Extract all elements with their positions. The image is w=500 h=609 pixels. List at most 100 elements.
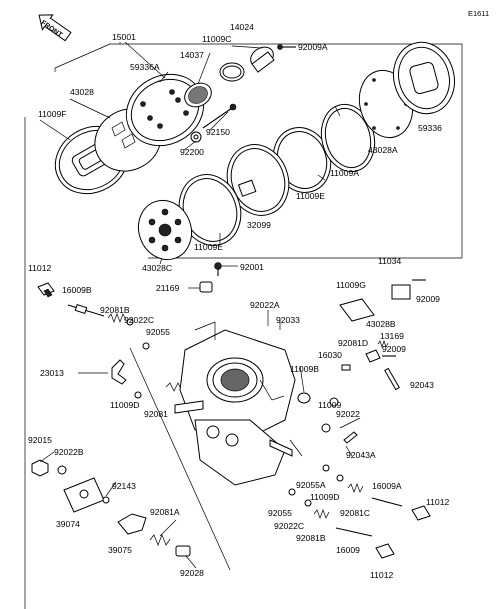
o-ring-11009B — [297, 392, 311, 404]
cap-11012-bottom — [375, 543, 395, 559]
needle-16009A — [371, 497, 403, 507]
label-92150: 92150 — [206, 127, 230, 137]
label-92001: 92001 — [240, 262, 264, 272]
gasket-11009E-bottom — [178, 174, 242, 246]
label-92081C: 92081C — [340, 508, 370, 518]
label-92081B-low: 92081B — [296, 533, 326, 543]
label-59336: 59336 — [418, 123, 442, 133]
o-ring-92055-low — [288, 488, 296, 496]
label-39075: 39075 — [108, 545, 132, 555]
screw-92009A — [277, 44, 296, 50]
collar-92028 — [175, 545, 191, 557]
label-92081D: 92081D — [338, 338, 368, 348]
washer-92022B — [57, 465, 67, 475]
label-92081: 92081 — [144, 409, 168, 419]
washer-92022C — [126, 318, 134, 326]
needle-16009 — [335, 527, 373, 537]
label-11009E-top: 11009E — [296, 191, 325, 201]
label-92022C: 92022C — [124, 315, 154, 325]
label-39074: 39074 — [56, 519, 80, 529]
front-arrow-icon: FRONT — [38, 14, 72, 42]
label-16009A: 16009A — [372, 481, 402, 491]
label-43028A: 43028A — [368, 145, 398, 155]
cap-11012-top — [37, 282, 55, 298]
needle-16009B — [67, 303, 105, 317]
label-43028: 43028 — [70, 87, 94, 97]
label-11009B: 11009B — [290, 364, 319, 374]
diaphragm-plate-43028C — [138, 199, 192, 261]
label-11034: 11034 — [378, 256, 401, 266]
o-ring-92055 — [142, 342, 150, 350]
cover-plate-59336A — [125, 73, 205, 147]
label-13169: 13169 — [380, 331, 404, 341]
label-59336A: 59336A — [130, 62, 160, 72]
nut-92015 — [31, 459, 49, 477]
spring-92081B-top — [107, 313, 127, 323]
screw-92150 — [202, 103, 237, 129]
label-92055-low: 92055 — [268, 508, 292, 518]
spring-92081D — [377, 339, 389, 349]
label-16030: 16030 — [318, 350, 342, 360]
o-ring-92055A — [322, 464, 330, 472]
cap-11012-right — [411, 505, 431, 521]
diagram-code: E1611 — [468, 9, 489, 18]
filter-screen-14037 — [184, 82, 212, 108]
lever-39074 — [63, 477, 105, 513]
cap-14024 — [250, 46, 275, 73]
label-11009D-left: 11009D — [110, 400, 139, 410]
reference-frame — [24, 42, 463, 609]
spring-92081C — [347, 483, 364, 493]
label-92009: 92009 — [416, 294, 440, 304]
label-21169: 21169 — [156, 283, 179, 293]
label-92022C-low: 92022C — [274, 521, 304, 531]
label-92055: 92055 — [146, 327, 170, 337]
washer-92200 — [190, 131, 202, 143]
washer-92022 — [321, 423, 331, 433]
label-92022A: 92022A — [250, 300, 280, 310]
label-92043: 92043 — [410, 380, 434, 390]
label-43028B: 43028B — [366, 319, 396, 329]
label-11009C: 11009C — [202, 34, 231, 44]
label-16009B: 16009B — [62, 285, 92, 295]
gasket-11009G — [339, 298, 375, 322]
pin-92043 — [384, 367, 400, 391]
spring-92081B-low — [313, 509, 330, 519]
arm-39075 — [117, 513, 147, 535]
label-11009G: 11009G — [336, 280, 366, 290]
label-92081B-top: 92081B — [100, 305, 130, 315]
label-92081A: 92081A — [150, 507, 180, 517]
washer-92022C-low — [304, 499, 312, 507]
label-92009-mid: 92009 — [382, 344, 406, 354]
spacer-92143 — [102, 496, 110, 504]
label-92022B: 92022B — [54, 447, 84, 457]
label-11009A: 11009A — [330, 168, 359, 178]
label-92009A: 92009A — [298, 42, 328, 52]
label-14024: 14024 — [230, 22, 254, 32]
pin-92043A — [343, 431, 358, 444]
label-92022: 92022 — [336, 409, 360, 419]
label-92033: 92033 — [276, 315, 300, 325]
label-14037: 14037 — [180, 50, 204, 60]
washer-11009 — [329, 397, 339, 407]
label-11012-right: 11012 — [426, 497, 449, 507]
label-43028C: 43028C — [142, 263, 172, 273]
label-16009: 16009 — [336, 545, 360, 555]
o-ring-11009D-right — [336, 474, 344, 482]
label-92028: 92028 — [180, 568, 204, 578]
lever-23013 — [78, 359, 127, 385]
bracket-11034 — [391, 284, 411, 300]
diaphragm-32099 — [226, 144, 290, 216]
label-11009D-right: 11009D — [310, 492, 339, 502]
pin-16030 — [341, 364, 351, 371]
clip-13169 — [365, 349, 381, 363]
label-92143: 92143 — [112, 481, 136, 491]
label-92055A: 92055A — [296, 480, 326, 490]
carburetor-body — [174, 321, 296, 486]
spring-92081A — [149, 534, 171, 546]
label-92200: 92200 — [180, 147, 204, 157]
label-23013: 23013 — [40, 368, 64, 378]
label-11009: 11009 — [318, 400, 341, 410]
label-32099: 32099 — [247, 220, 271, 230]
label-11012-top: 11012 — [28, 263, 51, 273]
